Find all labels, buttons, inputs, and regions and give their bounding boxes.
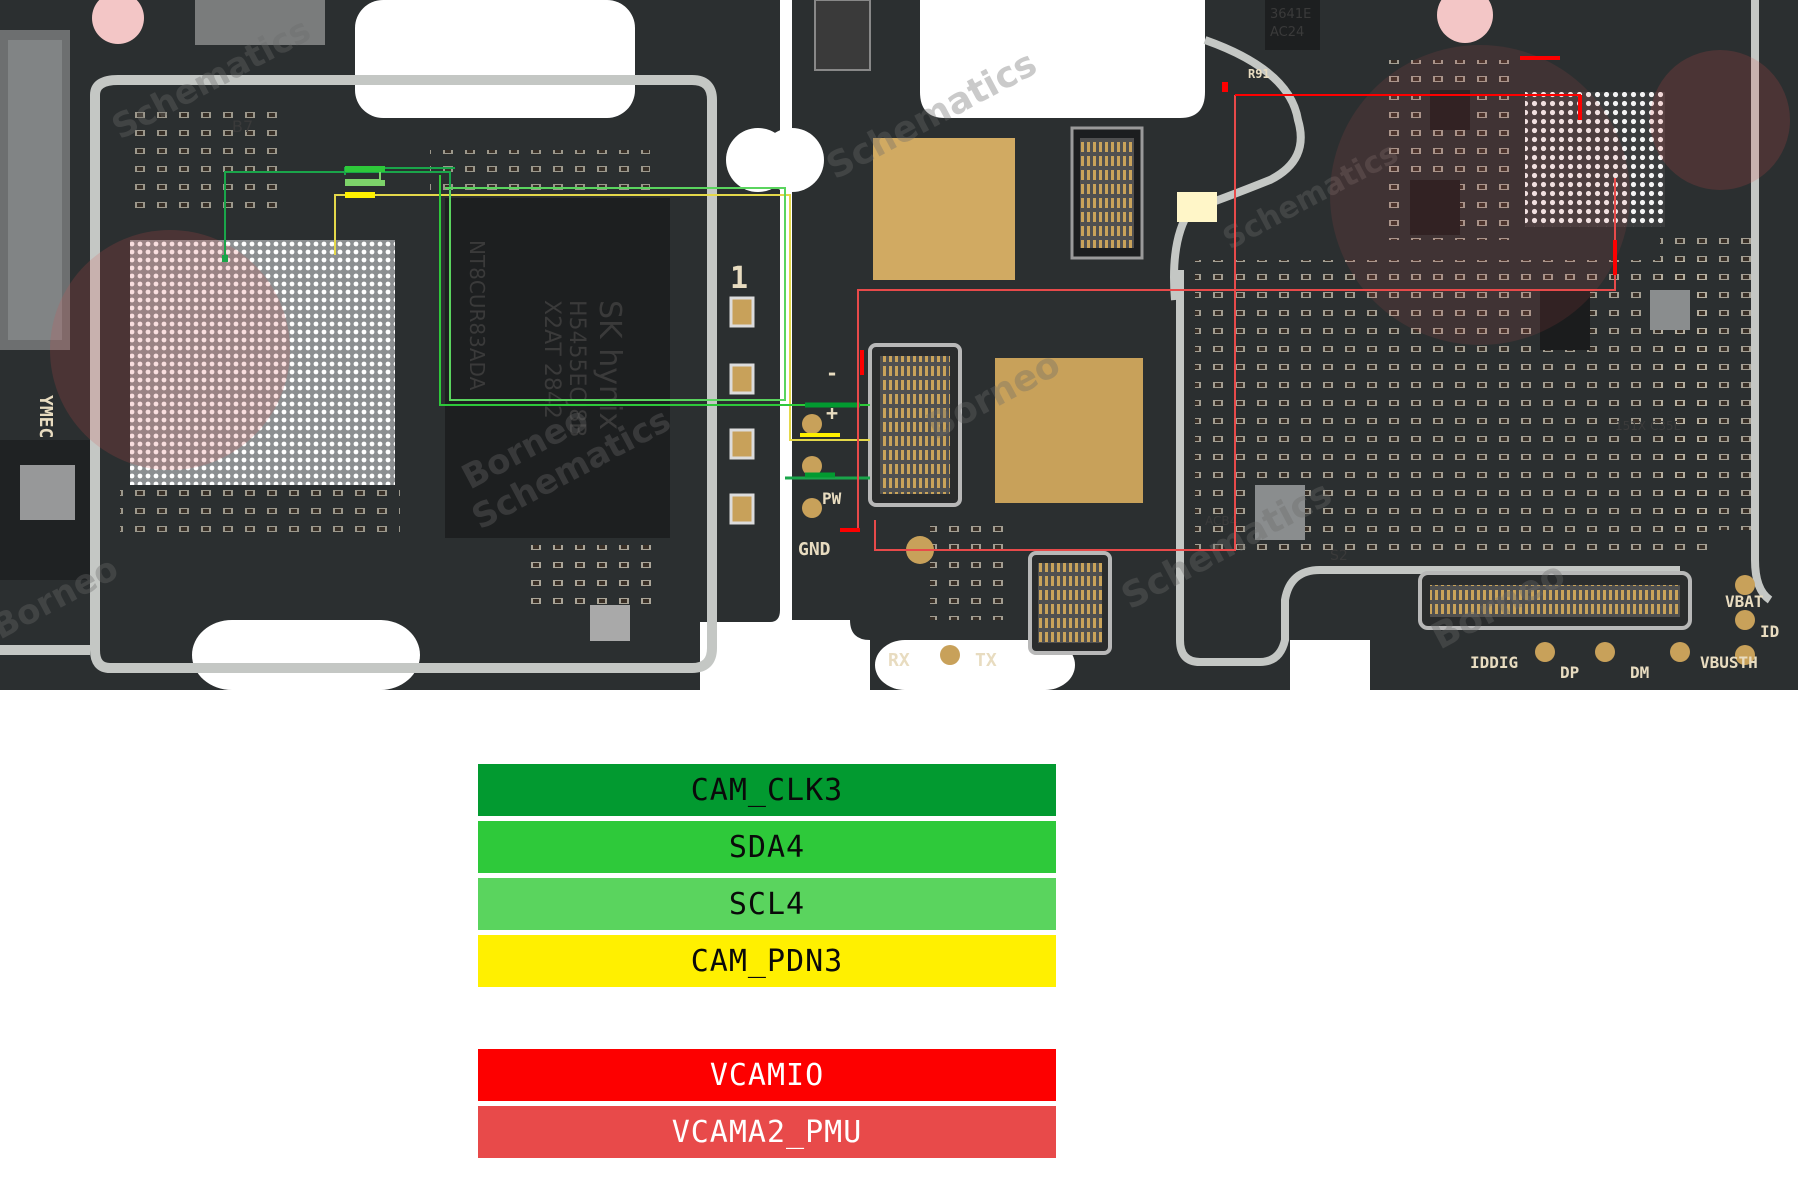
silk-vbat: VBAT [1725, 592, 1764, 611]
top-ic-marking: 3641E [1270, 7, 1311, 22]
memory-brand: SK hynix [592, 300, 627, 430]
legend-label: CAM_PDN3 [690, 943, 844, 979]
silk-dp: DP [1560, 663, 1579, 682]
silk-iddig: IDDIG [1470, 653, 1518, 672]
legend-vcamio: VCAMIO [478, 1049, 1056, 1101]
top-ic-marking-2: AC24 [1270, 25, 1304, 40]
soc-small-marking: B7 [232, 117, 253, 136]
legend-label: VCAMA2_PMU [671, 1114, 863, 1150]
memory-side-code: NT8CUR83ADA [465, 240, 489, 391]
silk-id: ID [1760, 622, 1779, 641]
memory-date: X2AT 2842 [539, 300, 564, 419]
signal-traces [222, 166, 870, 480]
memory-part: H5455ECJ8B [564, 300, 589, 437]
power-traces [840, 56, 1617, 551]
silk-dm: DM [1630, 663, 1649, 682]
silk-gnd: GND [798, 539, 831, 560]
ymec-label: YMEC [35, 395, 56, 438]
silk-pw: PW [822, 489, 842, 508]
left-board-half: SK hynix H5455ECJ8B X2AT 2842 NT8CUR83AD… [0, 0, 790, 690]
legend-label: VCAMIO [709, 1057, 825, 1093]
right-ic-marking: 151X C35E [1615, 419, 1681, 433]
legend-cam-clk3: CAM_CLK3 [478, 764, 1056, 816]
legend-cam-pdn3: CAM_PDN3 [478, 935, 1056, 987]
small-ic-marking: S2 [1330, 548, 1348, 564]
pin1-marker: 1 [730, 261, 748, 296]
right-board-half: 3641E AC24 - + PW GND RX TX IDDIG DP DM [760, 0, 1798, 690]
pcb-board-photo: SK hynix H5455ECJ8B X2AT 2842 NT8CUR83AD… [0, 0, 1798, 690]
legend-label: SCL4 [728, 886, 806, 922]
silk-minus: - [826, 361, 838, 385]
silk-rx: RX [888, 650, 910, 671]
legend-scl4: SCL4 [478, 878, 1056, 930]
mid-ic-marking: ACB4 [1205, 514, 1237, 528]
silk-r91: R91 [1248, 67, 1270, 81]
silk-vbusth: VBUSTH [1700, 653, 1758, 672]
silk-tx: TX [975, 650, 997, 671]
legend-vcama2-pmu: VCAMA2_PMU [478, 1106, 1056, 1158]
legend-sda4: SDA4 [478, 821, 1056, 873]
legend-label: SDA4 [728, 829, 806, 865]
legend-label: CAM_CLK3 [690, 772, 844, 808]
